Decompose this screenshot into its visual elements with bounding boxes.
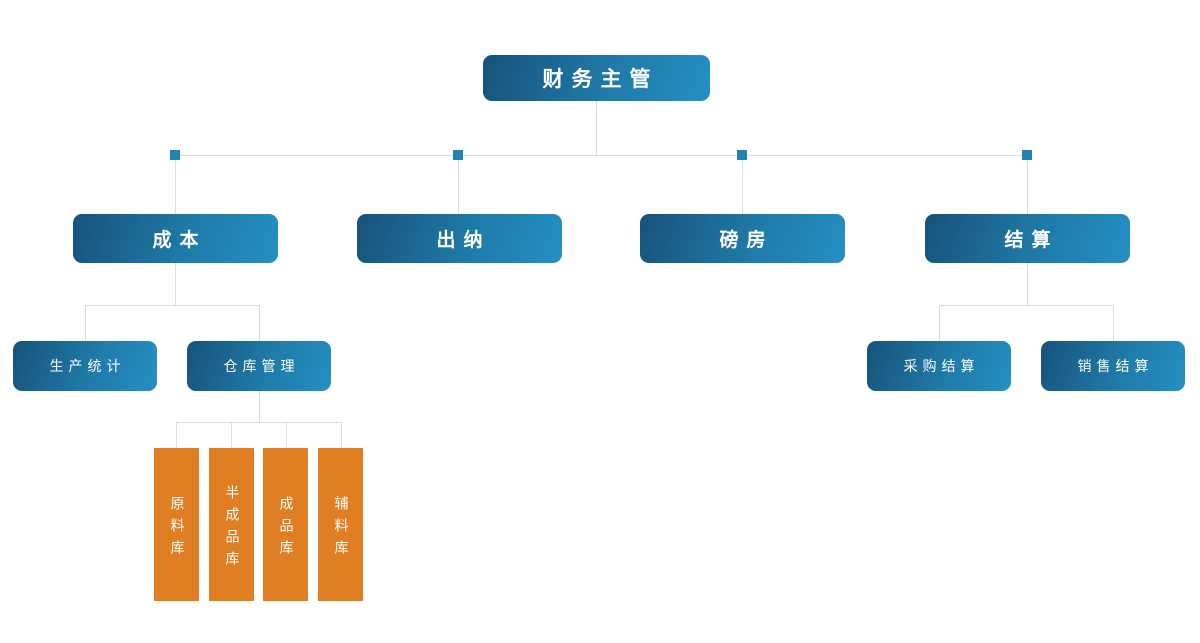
connector-cost-drop-warehouse — [259, 305, 260, 341]
connector-warehouse-drop-finished — [286, 422, 287, 448]
connector-drop-cashier — [458, 155, 459, 214]
connector-settlement-rail — [939, 305, 1113, 306]
connector-cost-drop-prodstats — [85, 305, 86, 341]
junction-marker-cost — [170, 150, 180, 160]
node-settlement: 结算 — [925, 214, 1130, 263]
connector-drop-weighbridge — [742, 155, 743, 214]
junction-marker-settlement — [1022, 150, 1032, 160]
node-semi-finished-warehouse: 半成品库 — [209, 448, 254, 601]
connector-warehouse-drop-semifinished — [231, 422, 232, 448]
node-finance-manager: 财务主管 — [483, 55, 710, 101]
connector-cost-stem — [175, 263, 176, 305]
connector-drop-settlement — [1027, 155, 1028, 214]
connector-main-rail — [175, 155, 1028, 156]
node-cashier: 出纳 — [357, 214, 562, 263]
connector-settlement-stem — [1027, 263, 1028, 305]
connector-settlement-drop-sales — [1113, 305, 1114, 341]
node-auxiliary-material-warehouse: 辅料库 — [318, 448, 363, 601]
node-sales-settlement: 销售结算 — [1041, 341, 1185, 391]
node-finished-goods-warehouse: 成品库 — [263, 448, 308, 601]
connector-warehouse-stem — [259, 391, 260, 422]
junction-marker-weighbridge — [737, 150, 747, 160]
connector-warehouse-drop-auxiliary — [341, 422, 342, 448]
connector-warehouse-rail — [176, 422, 341, 423]
connector-drop-cost — [175, 155, 176, 214]
connector-settlement-drop-purchase — [939, 305, 940, 341]
node-production-statistics: 生产统计 — [13, 341, 157, 391]
node-purchase-settlement: 采购结算 — [867, 341, 1011, 391]
node-cost: 成本 — [73, 214, 278, 263]
connector-cost-rail — [85, 305, 259, 306]
node-raw-material-warehouse: 原料库 — [154, 448, 199, 601]
connector-root-stem — [596, 101, 597, 155]
node-warehouse-management: 仓库管理 — [187, 341, 331, 391]
connector-warehouse-drop-raw — [176, 422, 177, 448]
node-weighbridge: 磅房 — [640, 214, 845, 263]
junction-marker-cashier — [453, 150, 463, 160]
